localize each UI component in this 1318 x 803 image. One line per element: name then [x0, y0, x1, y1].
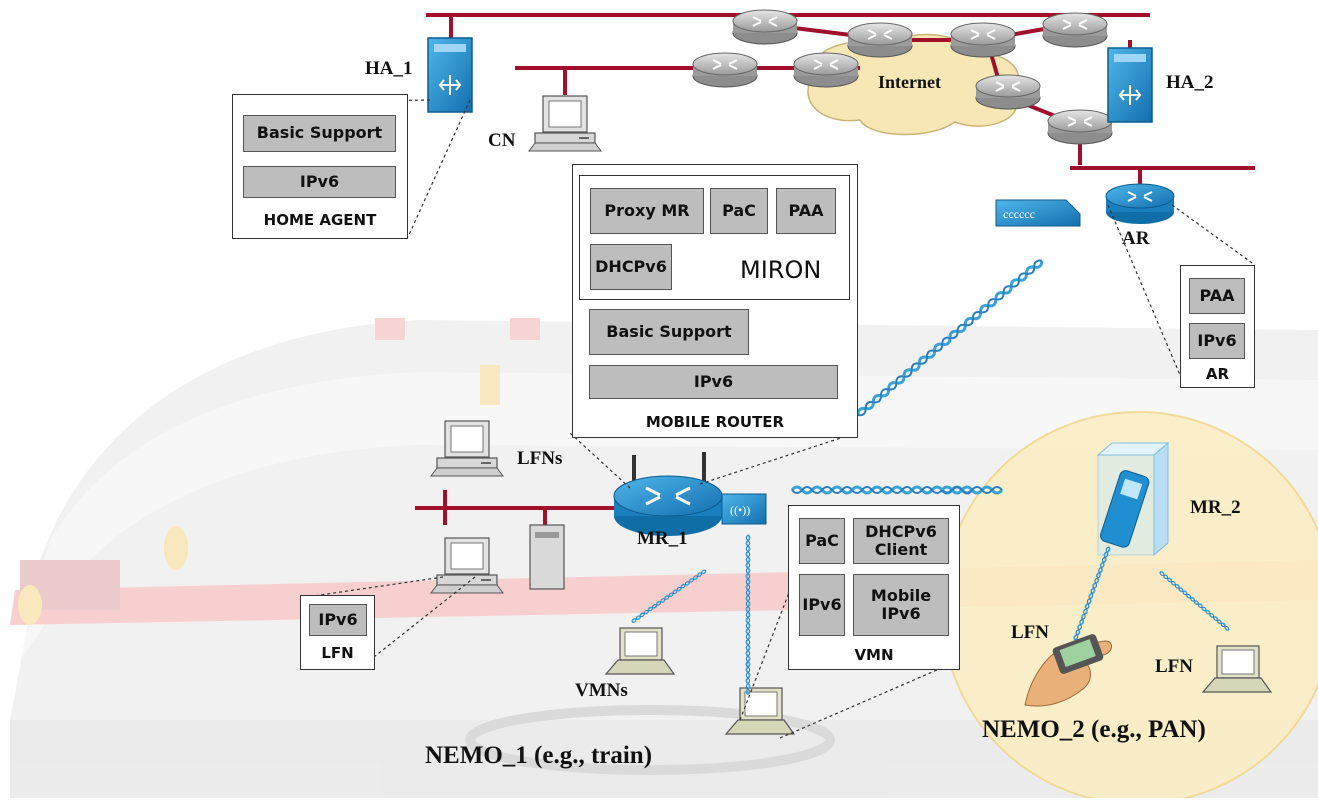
mr1-label: MR_1	[637, 528, 688, 549]
vmns-label: VMNs	[575, 680, 628, 701]
hand-pda-icon	[1024, 634, 1112, 707]
ar-paa-module: PAA	[1189, 278, 1245, 314]
mobile-router-caption: MOBILE ROUTER	[645, 413, 785, 431]
ar-ipv6-module: IPv6	[1189, 323, 1245, 359]
internet-router-4	[1042, 12, 1108, 48]
internet-router-6	[793, 52, 859, 88]
dhcpv6-module: DHCPv6	[590, 244, 672, 290]
vmn-mobile-ipv6-module: Mobile IPv6	[853, 574, 949, 636]
vmn-caption: VMN	[854, 646, 894, 664]
lfn-caption: LFN	[321, 644, 354, 662]
miron-title: MIRON	[740, 256, 822, 284]
nemo2-lfn-label-2: LFN	[1155, 656, 1193, 677]
ha2-server-icon	[1107, 47, 1153, 123]
vmn-ipv6-module: IPv6	[799, 574, 845, 636]
mr1-router-icon: ((•))	[613, 452, 767, 536]
lfn-ipv6-module: IPv6	[309, 604, 367, 636]
mr2-phone-icon	[1096, 441, 1170, 557]
mobile-router-box: Proxy MR PaC PAA DHCPv6 MIRON Basic Supp…	[572, 164, 858, 438]
svg-text:((•)): ((•))	[730, 503, 750, 517]
ar-caption: AR	[1205, 365, 1230, 383]
paa-module: PAA	[776, 188, 836, 234]
callout-lines	[231, 99, 1256, 739]
internet-router-5	[692, 52, 758, 88]
proxy-mr-module: Proxy MR	[590, 188, 704, 234]
home-agent-caption: HOME AGENT	[263, 211, 377, 229]
ha-basic-support-module: Basic Support	[243, 115, 396, 152]
vmn-pac-module: PaC	[799, 518, 845, 564]
ar-label: AR	[1122, 228, 1150, 249]
internet-router-8	[1047, 109, 1113, 145]
nemo1-label: NEMO_1 (e.g., train)	[425, 742, 653, 769]
vmn-box: PaC DHCPv6 Client IPv6 Mobile IPv6 VMN	[788, 505, 960, 670]
ha1-server-icon	[427, 37, 473, 113]
internet-label: Internet	[878, 72, 941, 92]
pac-module: PaC	[710, 188, 768, 234]
ha-ipv6-module: IPv6	[243, 166, 396, 198]
lfns-label: LFNs	[517, 448, 563, 469]
internet-router-7	[975, 74, 1041, 110]
internet-router-2	[847, 22, 913, 58]
ha2-label: HA_2	[1166, 72, 1214, 93]
internet-router-3	[950, 22, 1016, 58]
mr-basic-support-module: Basic Support	[589, 309, 749, 355]
miron-box: Proxy MR PaC PAA DHCPv6 MIRON	[579, 175, 850, 300]
ar-box: PAA IPv6 AR	[1180, 265, 1255, 388]
nemo2-label: NEMO_2 (e.g., PAN)	[982, 716, 1206, 743]
svg-text:cccccc: cccccc	[1003, 207, 1035, 221]
home-agent-box: Basic Support IPv6 HOME AGENT	[232, 94, 408, 239]
lfn-box: IPv6 LFN	[300, 595, 375, 670]
nemo2-lfn-label-1: LFN	[1011, 622, 1049, 643]
ar-router-icon	[1105, 183, 1175, 224]
ha1-label: HA_1	[365, 58, 413, 79]
internet-router-1	[732, 9, 798, 45]
access-point-icon: cccccc	[995, 199, 1081, 227]
mr-ipv6-module: IPv6	[589, 365, 838, 399]
mr2-label: MR_2	[1190, 497, 1241, 518]
cn-label: CN	[488, 130, 516, 151]
vmn-dhcpv6-client-module: DHCPv6 Client	[853, 518, 949, 564]
cn-computer-icon	[528, 95, 602, 152]
lfn-server-icon	[529, 524, 565, 590]
